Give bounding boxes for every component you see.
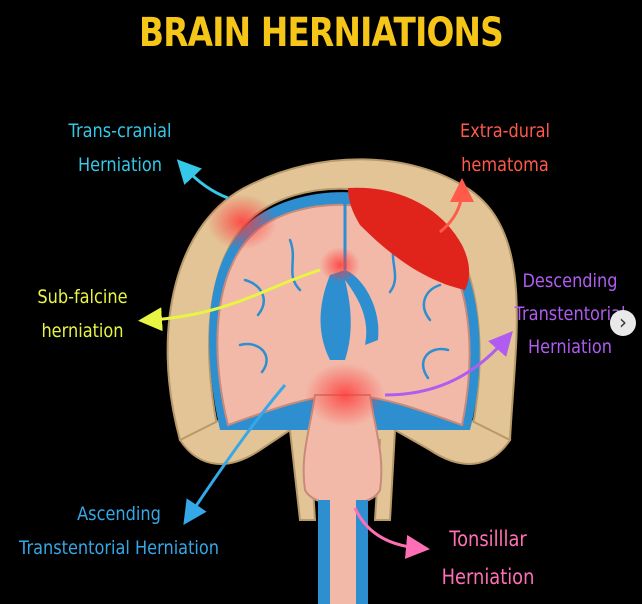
label-descending-line1: Descending (522, 270, 618, 292)
arrow-trans-cranial (176, 159, 229, 200)
extra-dural-hematoma (348, 187, 470, 290)
label-sub-falcine: Sub-falcine herniation (29, 280, 135, 348)
label-sub-falcine-line2: herniation (41, 320, 124, 342)
label-ascending-line1: Ascending (77, 503, 161, 525)
label-trans-cranial-line1: Trans-cranial (68, 120, 172, 142)
trans-cranial-bulge (207, 194, 277, 250)
arrow-ascending (183, 384, 287, 525)
label-sub-falcine-line1: Sub-falcine (37, 286, 128, 308)
label-extra-dural-line2: hematoma (461, 154, 549, 176)
ventricles (320, 270, 379, 360)
label-descending: Descending Transtentorial Herniation (511, 265, 630, 364)
arrow-descending (384, 330, 513, 397)
arrow-extra-dural (439, 178, 474, 234)
midline-shift-glow (320, 247, 360, 283)
page-title: BRAIN HERNIATIONS (139, 10, 504, 56)
label-tonsillar-line2: Herniation (441, 565, 535, 589)
label-ascending-line2: Transtentorial Herniation (18, 537, 220, 559)
label-trans-cranial-line2: Herniation (77, 154, 162, 176)
label-trans-cranial: Trans-cranial Herniation (61, 114, 180, 182)
label-extra-dural-line1: Extra-dural (460, 120, 550, 142)
chevron-right-icon[interactable]: › (610, 310, 636, 336)
label-descending-line2: Transtentorial (514, 303, 626, 325)
label-tonsillar: Tonsilllar Herniation (429, 520, 548, 596)
label-ascending: Ascending Transtentorial Herniation (18, 497, 220, 565)
label-descending-line3: Herniation (527, 336, 612, 358)
arrow-sub-falcine (138, 268, 321, 332)
tentorial-glow (305, 363, 385, 427)
label-extra-dural: Extra-dural hematoma (454, 114, 556, 182)
skull-base (178, 419, 512, 521)
arrow-tonsillar (353, 507, 430, 559)
spinal-cord (330, 500, 356, 604)
label-tonsillar-line1: Tonsilllar (449, 527, 527, 551)
